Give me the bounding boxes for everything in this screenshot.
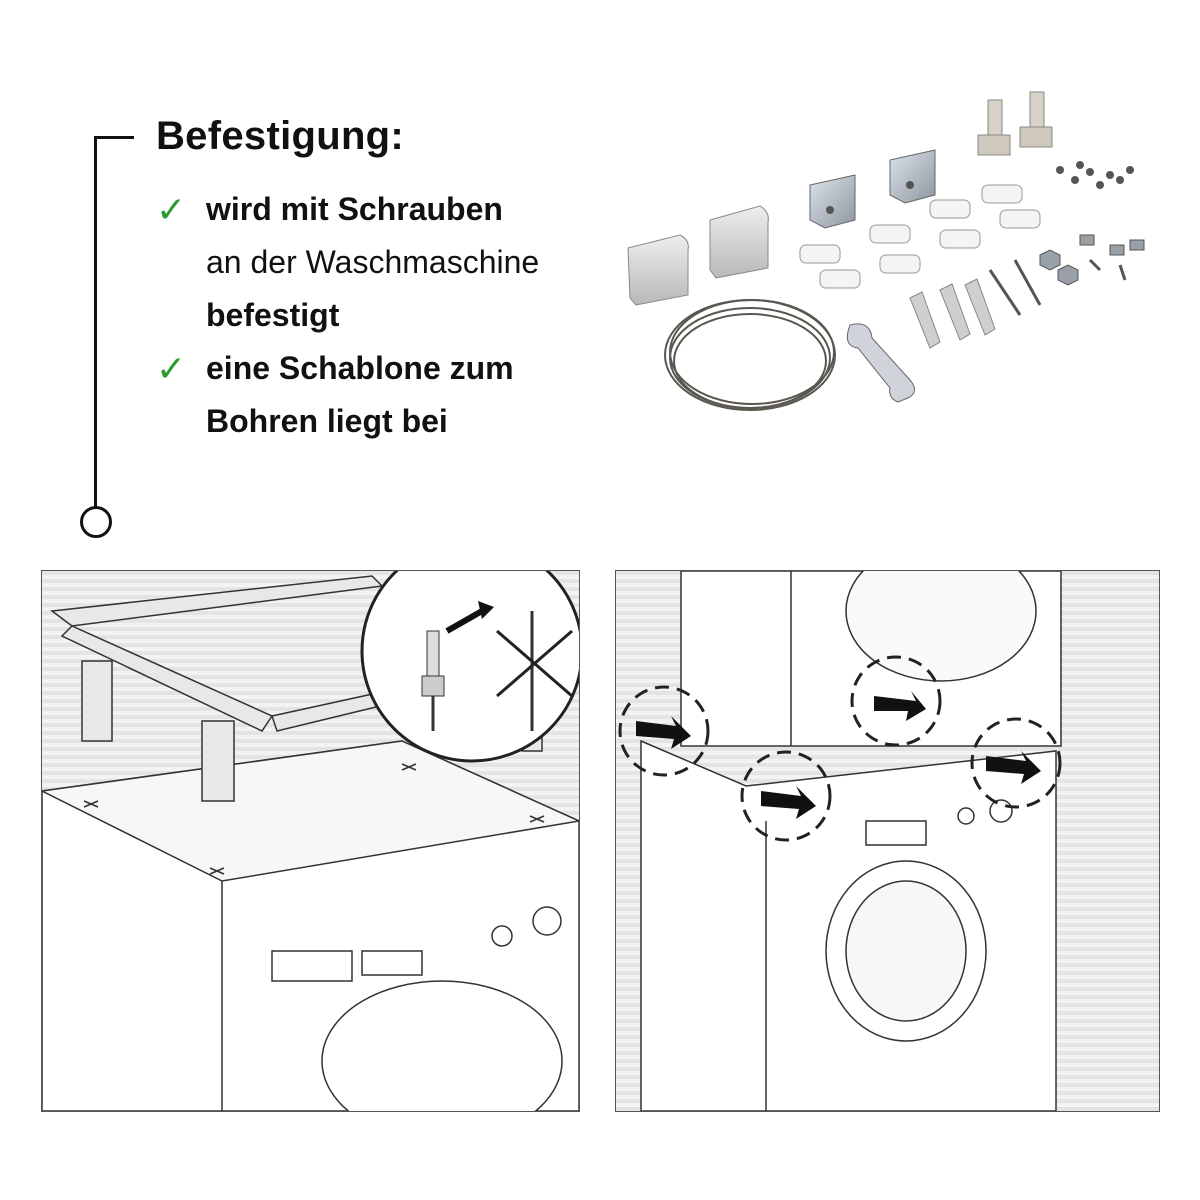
feature-item-template: ✓ eine Schablone zum Bohren liegt bei [156, 342, 596, 452]
washing-machine-illustration [640, 739, 1057, 1111]
wire-coil-icon [664, 299, 836, 411]
small-screw-icon [1056, 161, 1134, 189]
arrow-icon [636, 691, 1041, 819]
long-screw-icon [988, 258, 1127, 316]
check-icon: ✓ [156, 348, 187, 389]
peg-icon [977, 91, 1053, 156]
feature-line: Bohren liegt bei [206, 403, 448, 439]
mounting-parts-illustration [610, 80, 1190, 440]
mounting-point-callout [618, 655, 1062, 842]
section-heading: Befestigung: [156, 114, 405, 158]
timeline-line [94, 136, 97, 508]
wrench-icon [846, 323, 915, 403]
nut-icon [1039, 234, 1145, 286]
drill-mark-icon [83, 763, 545, 875]
cover-cap-icon [627, 205, 769, 306]
feature-line: eine Schablone zum [206, 350, 514, 386]
feature-line: wird mit Schrauben [206, 191, 503, 227]
instruction-panel-drilling [41, 570, 580, 1112]
dryer-illustration [680, 571, 1062, 747]
feature-line: befestigt [206, 297, 340, 333]
instruction-panel-stacking [615, 570, 1160, 1112]
check-icon: ✓ [156, 189, 187, 230]
feature-item-screws: ✓ wird mit Schrauben an der Waschmaschin… [156, 183, 596, 343]
timeline-end-circle [80, 506, 112, 538]
timeline-tick [94, 136, 134, 139]
washing-machine-illustration [42, 740, 579, 1111]
detail-zoom-circle [360, 571, 579, 763]
metal-bracket-icon [809, 149, 936, 229]
feature-line: an der Waschmaschine [206, 244, 540, 280]
wall-plug-icon [909, 278, 996, 349]
plastic-clip-icon [799, 184, 1041, 289]
